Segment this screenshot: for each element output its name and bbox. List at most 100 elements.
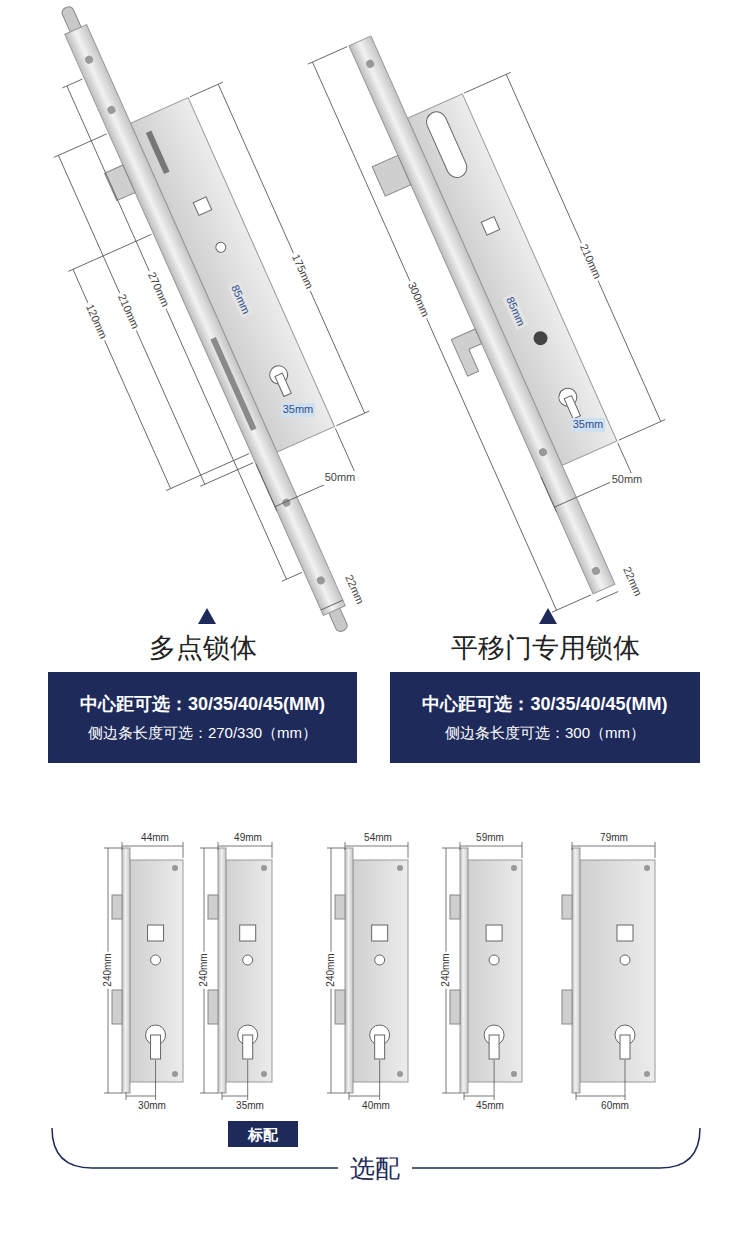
front-view-lock [208,895,218,919]
front-view-lock [243,955,253,965]
dimension-label: 35mm [571,418,606,431]
front-view-lock [486,925,502,941]
dimension-line [625,1060,626,1100]
front-view-lock [450,895,460,919]
sliding-door-lock [481,217,499,235]
dimension-label: 49mm [232,832,264,844]
front-view-lock [372,925,388,941]
front-view-lock [104,842,655,1100]
info-panel: 平移门专用锁体中心距可选：30/35/40/45(MM)侧边条长度可选：300（… [390,672,700,763]
pointer-triangle [539,608,557,624]
front-view-lock [375,955,385,965]
front-view-lock [335,895,345,919]
front-view-lock [617,925,633,941]
multipoint-lock [146,130,170,174]
front-view-lock [327,842,408,1100]
dimension-line [222,1092,223,1100]
dimension-line [464,1092,465,1100]
dimension-line [126,1092,127,1100]
multipoint-lock [105,165,135,201]
dimension-line [308,0,722,620]
front-view-lock [240,925,256,941]
dimension-line [576,1092,577,1100]
dimension-label: 30mm [136,1100,168,1112]
dimension-line [321,600,343,610]
dimension-label: 175mm [288,251,317,294]
front-view-lock [620,1035,630,1059]
dimension-line [345,846,408,847]
front-view-lock [489,1035,499,1059]
dimension-line [572,842,573,850]
dimension-line [190,82,223,97]
front-view-lock [562,895,572,919]
dimension-line [200,842,272,1100]
sliding-door-lock [451,329,491,376]
front-view-lock [130,860,183,1082]
product-heading: 多点锁体 [8,632,397,664]
multipoint-lock [210,337,256,431]
multipoint-lock [214,241,227,254]
front-view-lock [148,925,164,941]
dimension-line [327,848,345,849]
dimension-line [335,428,356,476]
dimension-label: 79mm [598,832,630,844]
front-view-lock [450,990,460,1024]
dimension-line [272,842,273,858]
front-view-lock [397,865,403,871]
dimension-line [619,419,666,440]
multipoint-lock [65,25,346,616]
front-view-lock [226,860,272,1082]
dimension-line [0,27,435,647]
multipoint-lock [275,373,291,396]
dimension-line [62,79,82,88]
front-view-lock [460,848,468,1093]
tag-box: 标配 [228,1121,298,1147]
pointer-triangle [198,608,216,624]
dimension-line [618,443,633,478]
dimension-line [572,846,655,847]
front-view-lock [112,990,122,1024]
dimension-line [442,848,460,849]
tag-text: 标配 [248,1124,278,1145]
front-view-lock [562,990,572,1024]
front-view-lock [112,895,122,919]
dimension-label: 270mm [144,269,173,312]
dimension-line [522,842,523,858]
dimension-label: 44mm [139,832,171,844]
dimension-line [155,1060,156,1100]
front-view-lock [562,842,655,1100]
dimension-label: 59mm [474,832,506,844]
dimension-line [58,155,204,484]
sliding-door-lock [591,566,602,577]
dimension-line [552,595,591,612]
front-view-lock [468,860,522,1082]
front-view-lock [644,1071,650,1077]
front-view-lock [151,955,161,965]
dimension-line [54,134,107,158]
dimension-line [308,47,347,64]
spec-line: 中心距可选：30/35/40/45(MM) [80,691,325,718]
dimension-line [104,1093,122,1094]
front-view-lock [335,990,345,1024]
dimension-label: 50mm [610,473,645,486]
dimension-line [336,411,369,426]
dimension-line [104,848,122,849]
dimension-label: 54mm [362,832,394,844]
front-view-lock [200,842,272,1100]
dimension-line [256,464,277,512]
front-view-lock [489,955,499,965]
dimension-line [200,463,253,487]
dimension-label: 50mm [323,471,358,484]
dimension-line [596,591,618,601]
dimension-line [442,842,522,1100]
dimension-line [218,842,219,850]
dimension-label: 240mm [198,951,210,988]
dimension-label: 35mm [281,403,316,416]
front-view-lock [151,1035,161,1059]
dimension-line [655,842,656,858]
dimension-line [218,846,272,847]
dimension-line [183,842,184,858]
front-view-lock [644,865,650,871]
front-view-lock [572,848,580,1093]
